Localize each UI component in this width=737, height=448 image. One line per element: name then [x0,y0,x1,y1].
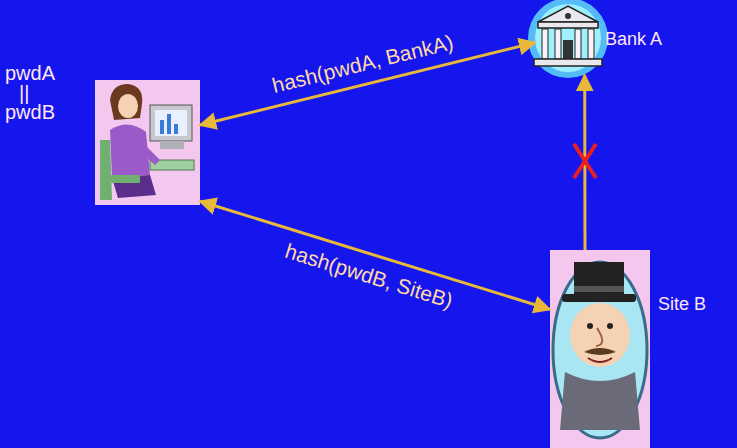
user-clipart [95,80,200,205]
node-label: pwdA [5,62,55,84]
blocked-cross [574,144,596,178]
site-box: Site B [550,250,650,448]
site-b-clipart [550,250,650,448]
node-label: Bank A [605,28,662,50]
bank-box: Bank A [535,3,605,75]
bank-clipart [528,0,608,78]
user-box: pwdA||pwdB [95,80,200,205]
edge-label: hash(pwdB, SiteB) [282,239,455,313]
arrow-connector [583,75,586,250]
edge-label: hash(pwdA, BankA) [270,31,456,99]
node-label: || [19,82,29,104]
node-label: Site B [658,293,706,315]
arrow-connector [200,201,550,309]
clipart-frame [550,250,650,448]
node-label: pwdB [5,101,55,123]
clipart-frame [95,80,200,205]
